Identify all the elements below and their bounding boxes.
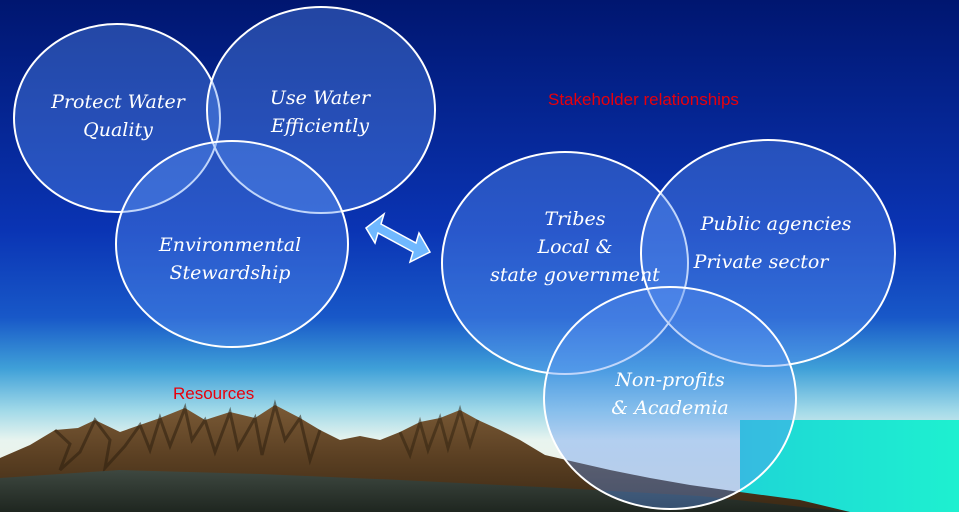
circle-tribes-government: [441, 151, 689, 375]
label-environmental-stewardship: Environmental Stewardship: [158, 234, 302, 284]
circle-public-private: [640, 139, 896, 367]
label-public-private: Public agencies Private sector: [693, 213, 852, 273]
circle-use-water-efficiently: [206, 6, 436, 214]
resources-title: Resources: [173, 384, 255, 403]
mountain-range: [0, 399, 850, 512]
stakeholder-relationships-title: Stakeholder relationships: [548, 90, 739, 109]
sea: [740, 420, 959, 512]
circle-nonprofits-academia: [543, 286, 797, 510]
venn-circles: [13, 6, 896, 510]
label-use-water-efficiently: Use Water Efficiently: [269, 87, 371, 137]
circle-environmental-stewardship: [115, 140, 349, 348]
label-tribes-government: Tribes Local & state government: [490, 208, 660, 286]
label-nonprofits-academia: Non-profits & Academia: [611, 369, 729, 419]
label-protect-water-quality: Protect Water Quality: [51, 91, 185, 141]
double-arrow-icon: [365, 211, 432, 264]
circle-protect-water-quality: [13, 23, 221, 213]
